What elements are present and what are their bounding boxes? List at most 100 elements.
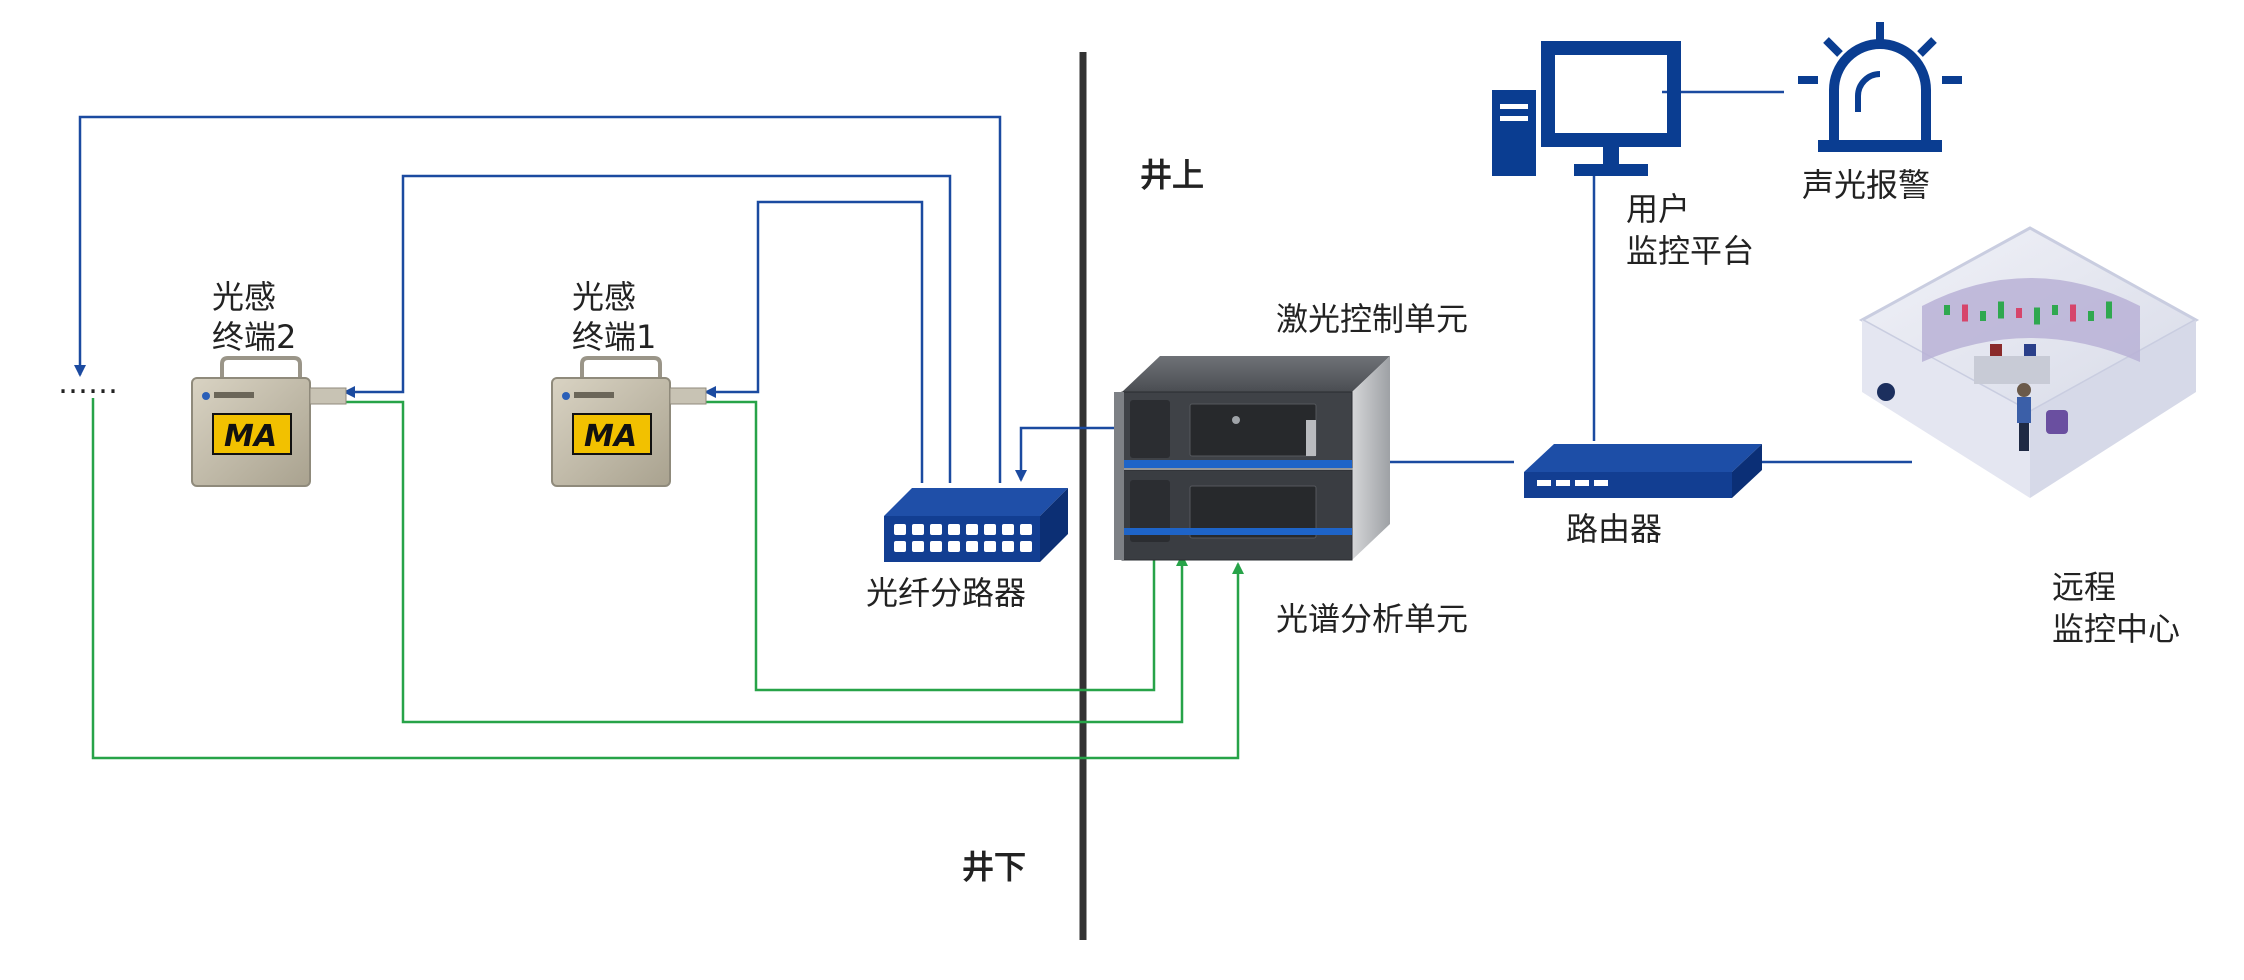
- splitter-port: [1002, 524, 1014, 535]
- tx-line-sensor2: [343, 174, 952, 483]
- video-wall-bar: [2052, 305, 2058, 315]
- operator-legs: [2019, 423, 2029, 451]
- sensor-terminal-1: MA 光感 终端1: [551, 278, 707, 487]
- router-side-face: [1732, 444, 1762, 498]
- user-platform-label-line2: 监控平台: [1626, 232, 1754, 270]
- laser-unit-lock-icon: [1232, 416, 1240, 424]
- room-wall-left: [1862, 320, 2030, 498]
- splitter-port: [894, 541, 906, 552]
- rx-line-sensor1: [706, 400, 1160, 692]
- splitter-port: [1020, 541, 1032, 552]
- spectrum-unit-strip: [1122, 528, 1352, 535]
- console-screen-1: [1990, 344, 2002, 356]
- laser-control-label: 激光控制单元: [1276, 300, 1468, 338]
- sensor1-label-line2: 终端1: [572, 318, 656, 356]
- sensor-terminal-2: MA 光感 终端2: [191, 278, 347, 487]
- router-front-face: [1524, 472, 1732, 498]
- console-screen-2: [2024, 344, 2036, 356]
- alarm-base-icon: [1818, 140, 1942, 152]
- sensor1-handle: [580, 356, 662, 378]
- sensor2-connector: [309, 387, 347, 405]
- splitter-top-face: [884, 488, 1068, 516]
- office-chair-icon: [2046, 410, 2068, 434]
- router-label: 路由器: [1566, 510, 1662, 548]
- video-wall: [1922, 278, 2140, 362]
- video-wall-bar: [1962, 304, 1968, 322]
- tx-fiber-lines: [74, 115, 1118, 483]
- user-platform-label-line1: 用户: [1626, 190, 1690, 228]
- sensor2-handle: [220, 356, 302, 378]
- sensor2-label-line2: 终端2: [212, 318, 296, 356]
- sensor1-connector: [669, 387, 707, 405]
- spectrum-unit-vent: [1130, 480, 1170, 542]
- rx-fiber-lines: [91, 398, 1244, 760]
- sensor1-brand-mark: [574, 392, 614, 398]
- splitter-port: [930, 524, 942, 535]
- splitter-port: [984, 541, 996, 552]
- router: 路由器: [1524, 444, 1762, 548]
- spectrum-unit-panel: [1189, 485, 1317, 539]
- splitter-port: [894, 524, 906, 535]
- operator-head: [2017, 383, 2031, 397]
- splitter-port: [1002, 541, 1014, 552]
- video-wall-bar: [2034, 307, 2040, 325]
- tx-line-laser-splitter: [1015, 426, 1118, 482]
- splitter-label: 光纤分路器: [866, 574, 1026, 612]
- splitter-port: [984, 524, 996, 535]
- splitter-port: [966, 524, 978, 535]
- sensor2-logo-icon: [202, 392, 210, 400]
- alarm-label: 声光报警: [1802, 166, 1930, 204]
- sensor1-logo-icon: [562, 392, 570, 400]
- tx-line-outer: [74, 115, 1002, 483]
- pc-tower-icon: [1492, 90, 1536, 176]
- monitor-base-icon: [1574, 164, 1648, 176]
- sensor1-ma-text: MA: [584, 419, 637, 454]
- splitter-front-face: [884, 516, 1040, 562]
- remote-center-label-line2: 监控中心: [2052, 610, 2180, 648]
- router-led-3: [1575, 480, 1589, 486]
- video-wall-bar: [2106, 301, 2112, 319]
- analyzer-rack: 激光控制单元 光谱分析单元: [1114, 300, 1468, 638]
- rack-left-handle: [1114, 392, 1124, 560]
- rack-side: [1352, 356, 1390, 560]
- laser-unit-vent: [1130, 400, 1170, 458]
- rack-top: [1122, 356, 1390, 392]
- video-wall-bar: [2016, 308, 2022, 318]
- more-sensors-ellipsis: ……: [58, 366, 118, 401]
- splitter-port: [1020, 524, 1032, 535]
- splitter-port: [966, 541, 978, 552]
- operator-body: [2017, 397, 2031, 423]
- video-wall-bar: [1980, 311, 1986, 321]
- sensor2-ma-badge: [212, 413, 292, 455]
- router-led-2: [1556, 480, 1570, 486]
- rx-line-sensor2: [345, 400, 1188, 724]
- remote-center-label-line1: 远程: [2052, 568, 2116, 606]
- fiber-splitter: 光纤分路器: [866, 488, 1068, 612]
- sensor2-brand-mark: [214, 392, 254, 398]
- sensor2-ma-text: MA: [224, 419, 277, 454]
- router-led-1: [1537, 480, 1551, 486]
- alarm-ray-left: [1823, 37, 1843, 57]
- sound-light-alarm: 声光报警: [1798, 22, 1962, 204]
- video-wall-bars: [1944, 301, 2112, 325]
- tx-line-sensor1: [704, 200, 924, 483]
- alarm-ray-right: [1917, 37, 1937, 57]
- control-console: [1974, 356, 2050, 384]
- router-led-4: [1594, 480, 1608, 486]
- sensor1-label-line1: 光感: [572, 278, 636, 316]
- monitor-icon: [1541, 41, 1681, 147]
- user-monitoring-platform: 用户 监控平台: [1492, 41, 1754, 270]
- sensor1-ma-badge: [572, 413, 652, 455]
- splitter-port: [912, 524, 924, 535]
- network-lines: [1378, 90, 1912, 464]
- alarm-dome-icon: [1829, 39, 1931, 140]
- splitter-side-face: [1040, 488, 1068, 562]
- spectrum-analysis-label: 光谱分析单元: [1276, 600, 1468, 638]
- splitter-port: [930, 541, 942, 552]
- laser-unit-strip: [1122, 460, 1352, 468]
- splitter-port: [912, 541, 924, 552]
- sensor2-label-line1: 光感: [212, 278, 276, 316]
- plant-pot-icon: [1877, 383, 1895, 401]
- video-wall-bar: [1998, 301, 2004, 319]
